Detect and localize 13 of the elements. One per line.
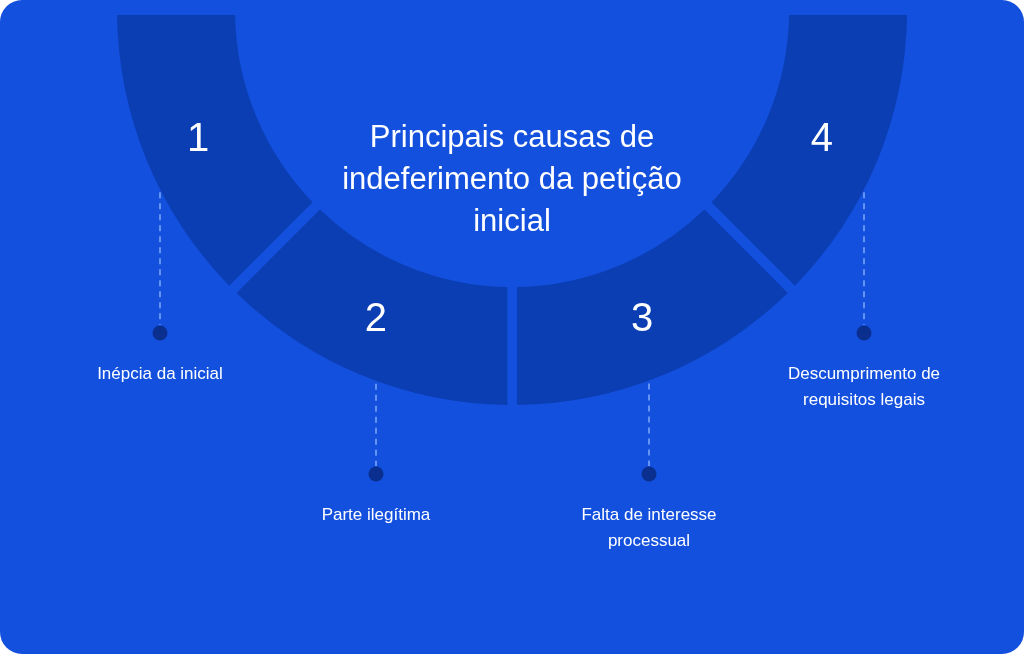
segment-number: 3 bbox=[630, 297, 654, 337]
diagram-title: Principais causas de indeferimento da petição inicial bbox=[341, 118, 683, 240]
cause-label: Descumprimento de requisitos legais bbox=[786, 363, 942, 411]
segment-number: 2 bbox=[364, 297, 388, 337]
segment-number: 1 bbox=[186, 117, 210, 157]
cause-label: Inépcia da inicial bbox=[96, 363, 224, 385]
leader-line bbox=[641, 382, 657, 482]
cause-label: Parte ilegítima bbox=[320, 504, 432, 526]
leader-line bbox=[856, 191, 872, 341]
leader-line bbox=[152, 191, 168, 341]
cause-label: Falta de interesse processual bbox=[580, 504, 718, 552]
segment-number: 4 bbox=[810, 117, 834, 157]
leader-line bbox=[368, 382, 384, 482]
